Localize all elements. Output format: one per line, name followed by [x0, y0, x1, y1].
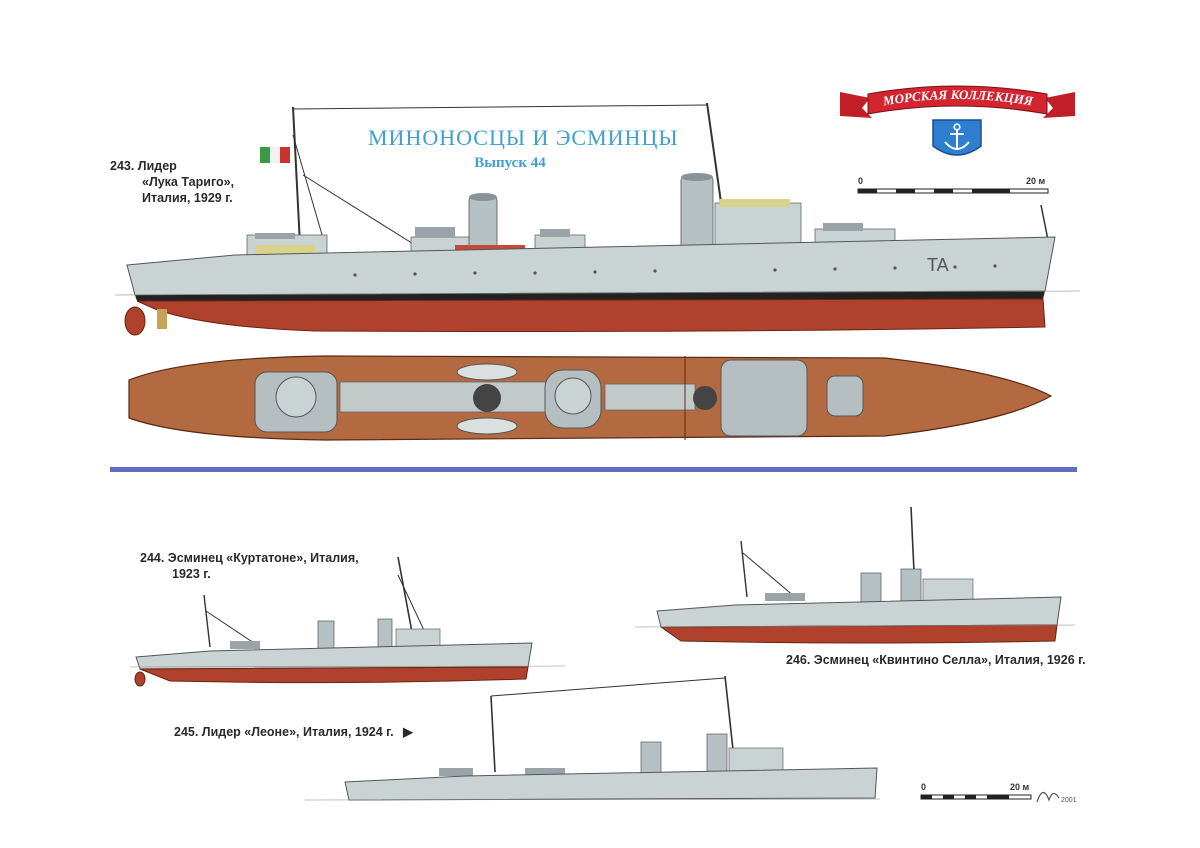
- caption-line: Италия, 1929 г.: [142, 191, 233, 205]
- artist-signature: 2001: [1036, 791, 1077, 804]
- hull-marking: TA: [927, 255, 949, 275]
- pointer-arrow-icon: ▶: [403, 725, 413, 739]
- ship-245-caption: 245. Лидер «Леоне», Италия, 1924 г. ▶: [174, 724, 413, 740]
- caption-line: 245. Лидер «Леоне», Италия, 1924 г.: [174, 725, 394, 739]
- ship-243-deck-plan: [128, 355, 1053, 441]
- ship-244-side-profile: [129, 556, 566, 687]
- ship-243-side-profile: TA: [114, 102, 1081, 336]
- signature-year: 2001: [1061, 797, 1077, 804]
- issue-number: Выпуск 44: [474, 155, 546, 171]
- ship-246-caption: 246. Эсминец «Квинтино Селла», Италия, 1…: [786, 652, 1086, 668]
- anchor-icon: [932, 119, 982, 156]
- page-title: МИНОНОСЦЫ И ЭСМИНЦЫ: [368, 125, 679, 150]
- scale-bar-2-start: 0: [921, 782, 927, 792]
- caption-line: 244. Эсминец «Куртатоне», Италия,: [140, 551, 359, 565]
- scale-bar-2-end: 20 м: [1010, 782, 1030, 792]
- scale-bar-1-end: 20 м: [1026, 176, 1046, 186]
- caption-line: 1923 г.: [172, 567, 211, 581]
- caption-line: «Лука Тариго»,: [142, 175, 235, 189]
- collection-logo: МОРСКАЯ КОЛЛЕКЦИЯ: [840, 85, 1075, 156]
- ship-246-side-profile: [634, 506, 1076, 644]
- ship-244-caption: 244. Эсминец «Куртатоне», Италия, 1923 г…: [140, 550, 359, 582]
- logo-banner-text: МОРСКАЯ КОЛЛЕКЦИЯ: [881, 87, 1035, 109]
- scale-bar-1-start: 0: [858, 176, 864, 186]
- section-divider: [110, 467, 1077, 472]
- ship-245-side-profile: [304, 675, 881, 801]
- scale-bar-1: [857, 188, 1049, 194]
- ship-243-caption: 243. Лидер «Лука Тариго», Италия, 1929 г…: [110, 158, 234, 206]
- caption-line: 246. Эсминец «Квинтино Селла», Италия, 1…: [786, 653, 1086, 667]
- scale-bar-2: [920, 794, 1032, 800]
- caption-line: 243. Лидер: [110, 159, 177, 173]
